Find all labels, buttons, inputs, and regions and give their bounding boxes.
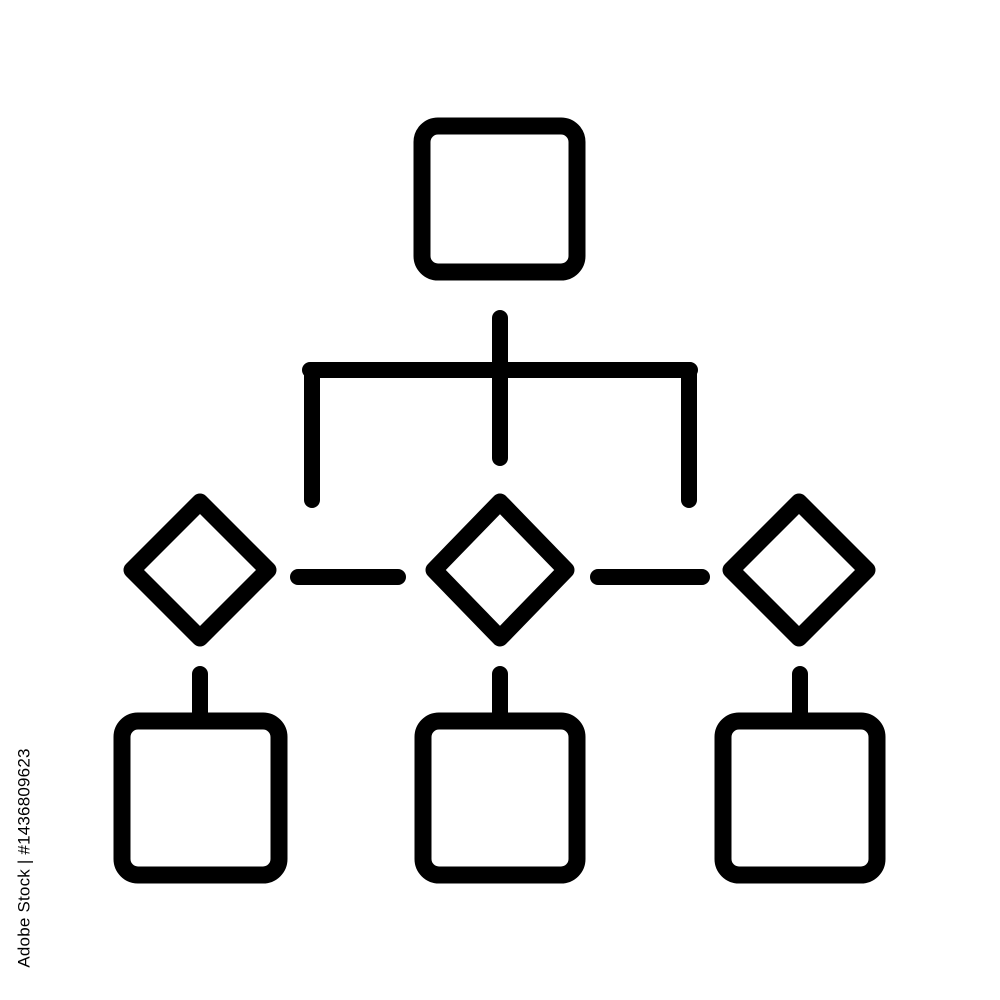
bottom-right-box <box>714 712 886 884</box>
top-box <box>413 117 586 281</box>
left-diamond <box>123 493 277 647</box>
bottom-left-box <box>113 712 288 884</box>
middle-diamond <box>425 493 575 647</box>
right-diamond <box>722 493 876 647</box>
bottom-middle-box <box>414 712 586 884</box>
